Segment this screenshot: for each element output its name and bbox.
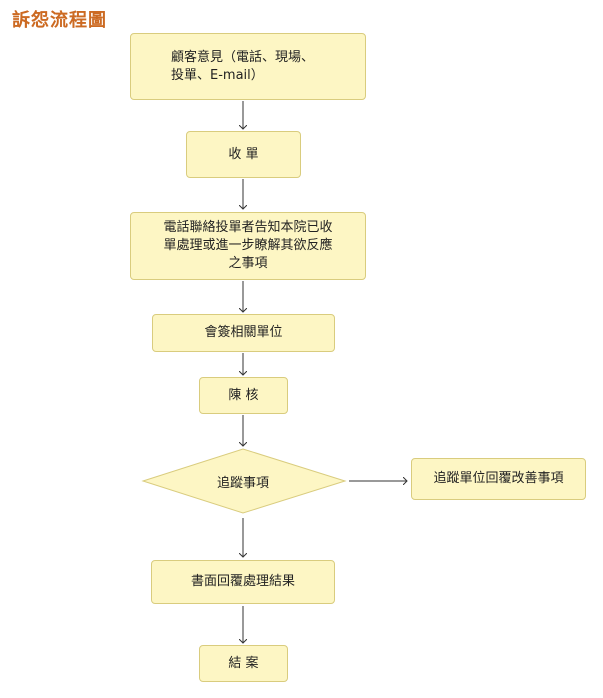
step-countersign: 會簽相關單位	[152, 314, 335, 352]
step-phone-contact-label: 電話聯絡投單者告知本院已收 單處理或進一步瞭解其欲反應 之事項	[163, 220, 333, 271]
step-countersign-label: 會簽相關單位	[204, 325, 283, 340]
step-unit-reply: 追蹤單位回覆改善事項	[411, 458, 586, 500]
step-unit-reply-label: 追蹤單位回覆改善事項	[433, 471, 564, 486]
step-review: 陳 核	[199, 377, 288, 414]
step-phone-contact: 電話聯絡投單者告知本院已收 單處理或進一步瞭解其欲反應 之事項	[130, 212, 366, 280]
step-close-case: 結 案	[199, 645, 288, 682]
step-receive-form-label: 收 單	[228, 146, 259, 162]
page-title: 訴怨流程圖	[12, 10, 107, 31]
step-customer-feedback-label: 顧客意見（電話、現場、 投單、E-mail）	[171, 49, 315, 83]
step-close-case-label: 結 案	[228, 655, 259, 671]
step-review-label: 陳 核	[228, 387, 259, 403]
step-receive-form: 收 單	[186, 131, 301, 178]
step-customer-feedback: 顧客意見（電話、現場、 投單、E-mail）	[130, 33, 366, 100]
step-written-reply: 書面回覆處理結果	[151, 560, 335, 604]
decision-diamond	[141, 448, 347, 514]
decision-track-items-label: 追蹤事項	[216, 476, 269, 491]
step-written-reply-label: 書面回覆處理結果	[190, 574, 295, 589]
